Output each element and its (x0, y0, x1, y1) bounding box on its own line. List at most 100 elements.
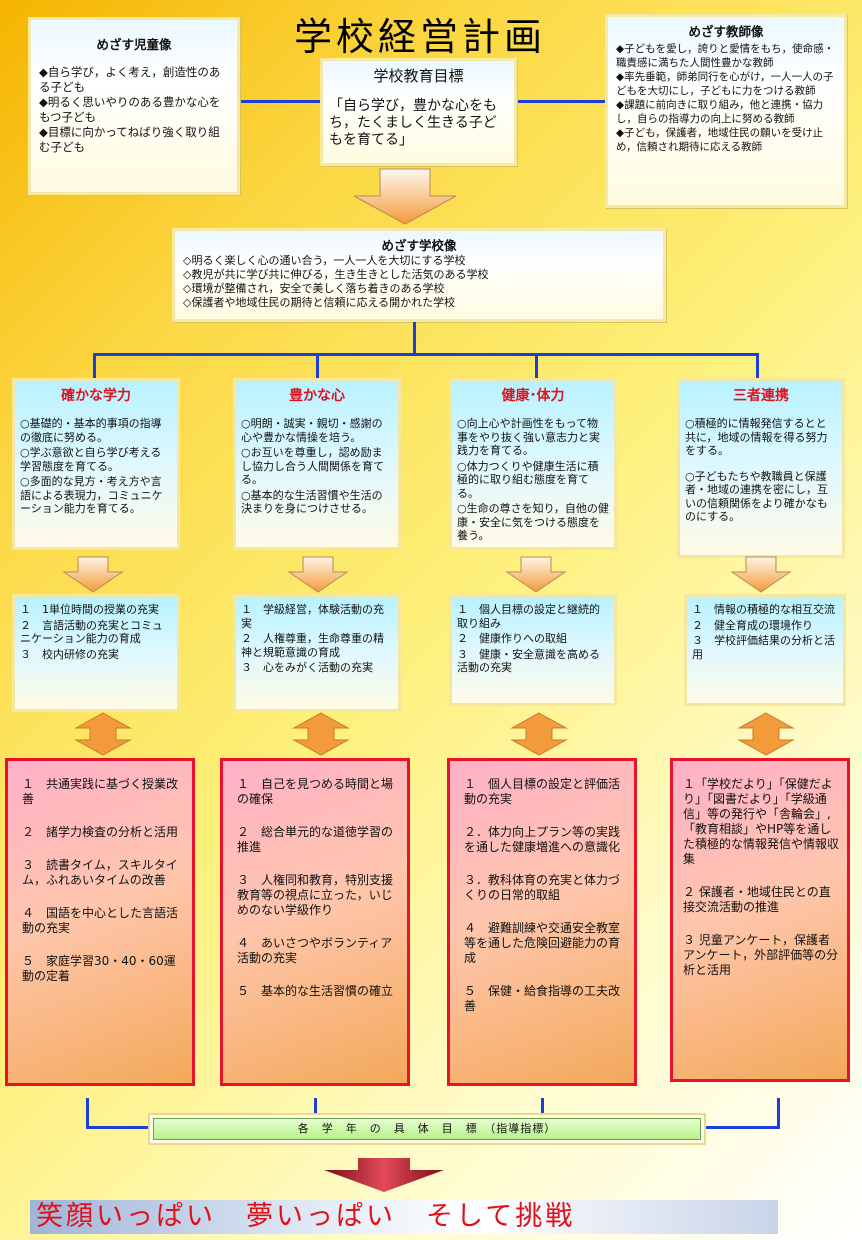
plan-box: １ 情報の積極的な相互交流 ２ 健全育成の環境作り ３ 学校評価結果の分析と活用 (684, 594, 846, 706)
action-item: １ 個人目標の設定と評価活動の充実 (464, 777, 621, 806)
pillar-box: 豊かな心 ○明朗・誠実・親切・感謝の心や豊かな情操を培う。 ○お互いを尊重し，認… (233, 378, 401, 550)
down-arrow-icon (324, 1158, 444, 1192)
double-arrow-icon (74, 712, 132, 756)
connector-line (93, 353, 759, 356)
connector-line (704, 1126, 780, 1129)
down-arrow-icon (730, 556, 792, 593)
action-item: ３．教科体育の充実と体力づくりの日常的取組 (464, 873, 621, 902)
pillar-desc: ○基礎的・基本的事項の指導の徹底に努める。 (20, 417, 162, 444)
pillar-title: 豊かな心 (289, 388, 345, 404)
action-item: ２ 諸学力検査の分析と活用 (22, 825, 179, 839)
connector-line (777, 1098, 780, 1128)
pillar-desc: ○多面的な見方・考え方や言語による表現力，コミュニケーション能力を育てる。 (20, 475, 163, 515)
pillar-box: 健康･体力 ○向上心や計画性をもって物事をやり抜く強い意志力と実践力を育てる。 … (449, 378, 617, 550)
pillar-desc: ○学ぶ意欲と自ら学び考える学習態度を育てる。 (20, 446, 162, 473)
school-image-box: めざす学校像 ◇明るく楽しく心の通い合う，一人一人を大切にする学校 ◇教児が共に… (172, 228, 666, 322)
plan-item: １ 学級経営，体験活動の充実 (241, 603, 384, 630)
child-image-heading: めざす児童像 (96, 37, 172, 52)
action-item: １ 共通実践に基づく授業改善 (22, 777, 179, 806)
connector-line (541, 1098, 544, 1114)
connector-line (316, 353, 319, 379)
school-image-item: ◇明るく楽しく心の通い合う，一人一人を大切にする学校 (183, 254, 466, 267)
connector-line (238, 100, 322, 103)
plan-item: ２ 言語活動の充実とコミュニケーション能力の育成 (20, 618, 163, 646)
action-box: １ 個人目標の設定と評価活動の充実 ２．体力向上プラン等の実践を通した健康増進へ… (447, 758, 637, 1086)
plan-item: ２ 健康作りへの取組 (457, 632, 567, 645)
school-goal-box: 学校教育目標 「自ら学び，豊かな心をもち，たくましく生きる子どもを育てる」 (320, 58, 517, 166)
connector-line (86, 1098, 89, 1128)
action-item: ４ 国語を中心とした言語活動の充実 (22, 906, 179, 935)
double-arrow-icon (292, 712, 350, 756)
plan-item: ３ 学校評価結果の分析と活用 (692, 634, 835, 661)
page-title: 学校経営計画 (293, 15, 546, 59)
down-arrow-icon (287, 556, 349, 593)
plan-item: ３ 健康・安全意識を高める活動の充実 (457, 647, 600, 675)
pillar-desc: ○子どもたちや教職員と保護者・地域の連携を密にし，互いの信頼関係をより確かなもの… (685, 469, 828, 524)
slogan-banner: 笑顔いっぱい 夢いっぱい そして挑戦 (30, 1200, 778, 1234)
pillar-box: 三者連携 ○積極的に情報発信するとと共に，地域の情報を得る努力をする。 ○子ども… (677, 378, 845, 558)
plan-box: １ 個人目標の設定と継続的取り組み ２ 健康作りへの取組 ３ 健康・安全意識を高… (449, 594, 617, 706)
school-image-item: ◇教児が共に学び共に伸びる，生き生きとした活気のある学校 (183, 268, 489, 281)
connector-line (756, 353, 759, 379)
teacher-image-heading: めざす教師像 (688, 24, 764, 39)
action-item: ２．体力向上プラン等の実践を通した健康増進への意識化 (464, 825, 621, 854)
school-image-item: ◇環境が整備され，安全で美しく落ち着きのある学校 (183, 282, 445, 295)
connector-line (413, 322, 416, 354)
action-box: １ 共通実践に基づく授業改善 ２ 諸学力検査の分析と活用 ３ 読書タイム，スキル… (5, 758, 195, 1086)
connector-line (535, 353, 538, 379)
teacher-image-item: ◆子ども，保護者，地域住民の願いを受け止め，信頼され期待に応える教師 (616, 127, 824, 153)
down-arrow-icon (505, 556, 567, 593)
pillar-desc: ○明朗・誠実・親切・感謝の心や豊かな情操を培う。 (241, 417, 383, 444)
plan-item: ３ 校内研修の充実 (20, 647, 119, 661)
child-image-item: ◆自ら学び，よく考え，創造性のある子ども (39, 65, 221, 94)
slogan-text: 笑顔いっぱい 夢いっぱい そして挑戦 (36, 1201, 576, 1232)
action-item: ３ 児童アンケート，保護者アンケート，外部評価等の分析と活用 (683, 933, 839, 977)
child-image-box: めざす児童像 ◆自ら学び，よく考え，創造性のある子ども ◆明るく思いやりのある豊… (28, 17, 240, 195)
connector-line (86, 1126, 150, 1129)
action-item: ３ 人権同和教育，特別支援教育等の視点に立った，いじめのない学級作り (237, 873, 394, 917)
action-item: ４ あいさつやボランティア活動の充実 (237, 936, 393, 965)
double-arrow-icon (510, 712, 568, 756)
pillar-desc: ○積極的に情報発信するとと共に，地域の情報を得る努力をする。 (685, 417, 828, 457)
child-image-item: ◆目標に向かってねばり強く取り組む子ども (39, 125, 220, 154)
action-item: ５ 家庭学習30・40・60運動の定着 (22, 954, 176, 983)
pillar-desc: ○向上心や計画性をもって物事をやり抜く強い意志力と実践力を育てる。 (457, 417, 600, 457)
teacher-image-item: ◆率先垂範，師弟同行を心がけ，一人一人の子どもを大切にし，子どもに力をつける教師 (616, 71, 834, 97)
plan-item: １ 個人目標の設定と継続的取り組み (457, 603, 600, 630)
school-image-heading: めざす学校像 (381, 238, 457, 253)
child-image-item: ◆明るく思いやりのある豊かな心をもつ子ども (39, 95, 221, 124)
action-item: ５ 基本的な生活習慣の確立 (237, 984, 394, 998)
double-arrow-icon (737, 712, 795, 756)
pillar-desc: ○お互いを尊重し，認め励まし協力し合う人間関係を育てる。 (241, 446, 384, 486)
teacher-image-item: ◆課題に前向きに取り組み，他と連携・協力し，自らの指導力の向上に努める教師 (616, 99, 824, 125)
action-item: １ 自己を見つめる時間と場の確保 (237, 777, 394, 806)
school-image-item: ◇保護者や地域住民の期待と信頼に応える開かれた学校 (183, 296, 456, 309)
pillar-box: 確かな学力 ○基礎的・基本的事項の指導の徹底に努める。 ○学ぶ意欲と自ら学び考え… (12, 378, 180, 550)
action-item: １「学校だより」「保健だより」「図書だより」「学級通信」等の発行や「舎輪会」,「… (683, 777, 840, 866)
action-item: ３ 読書タイム，スキルタイム，ふれあいタイムの改善 (22, 858, 178, 887)
pillar-desc: ○基本的な生活習慣や生活の決まりを身につけさせる。 (241, 488, 383, 516)
grade-goals-bar: 各 学 年 の 具 体 目 標 （指導指標） (148, 1113, 706, 1145)
pillar-title: 健康･体力 (501, 388, 565, 404)
plan-item: １ 1単位時間の授業の充実 (20, 603, 159, 616)
plan-item: ３ 心をみがく活動の充実 (241, 661, 373, 674)
school-goal-heading: 学校教育目標 (373, 67, 464, 85)
school-goal-text: 「自ら学び，豊かな心をもち，たくましく生きる子どもを育てる」 (329, 98, 497, 148)
connector-line (515, 100, 607, 103)
action-box: １ 自己を見つめる時間と場の確保 ２ 総合単元的な道徳学習の推進 ３ 人権同和教… (220, 758, 410, 1086)
action-item: ２ 保護者・地域住民との直接交流活動の推進 (683, 885, 831, 914)
down-arrow-icon (62, 556, 124, 593)
pillar-title: 確かな学力 (61, 388, 131, 404)
down-arrow-icon (353, 168, 457, 225)
connector-line (314, 1098, 317, 1114)
action-box: １「学校だより」「保健だより」「図書だより」「学級通信」等の発行や「舎輪会」,「… (670, 758, 850, 1082)
plan-item: ２ 人権尊重，生命尊重の精神と規範意識の育成 (241, 632, 384, 659)
connector-line (93, 353, 96, 379)
action-item: ４ 避難訓練や交通安全教室等を通した危険回避能力の育成 (464, 921, 621, 965)
action-item: ５ 保健・給食指導の工夫改善 (464, 984, 621, 1013)
grade-goals-label: 各 学 年 の 具 体 目 標 （指導指標） (153, 1118, 701, 1140)
plan-item: ２ 健全育成の環境作り (692, 618, 813, 632)
teacher-image-box: めざす教師像 ◆子どもを愛し，誇りと愛情をもち，使命感・職責感に満ちた人間性豊か… (605, 14, 847, 208)
pillar-desc (685, 460, 837, 468)
pillar-title: 三者連携 (733, 388, 789, 404)
